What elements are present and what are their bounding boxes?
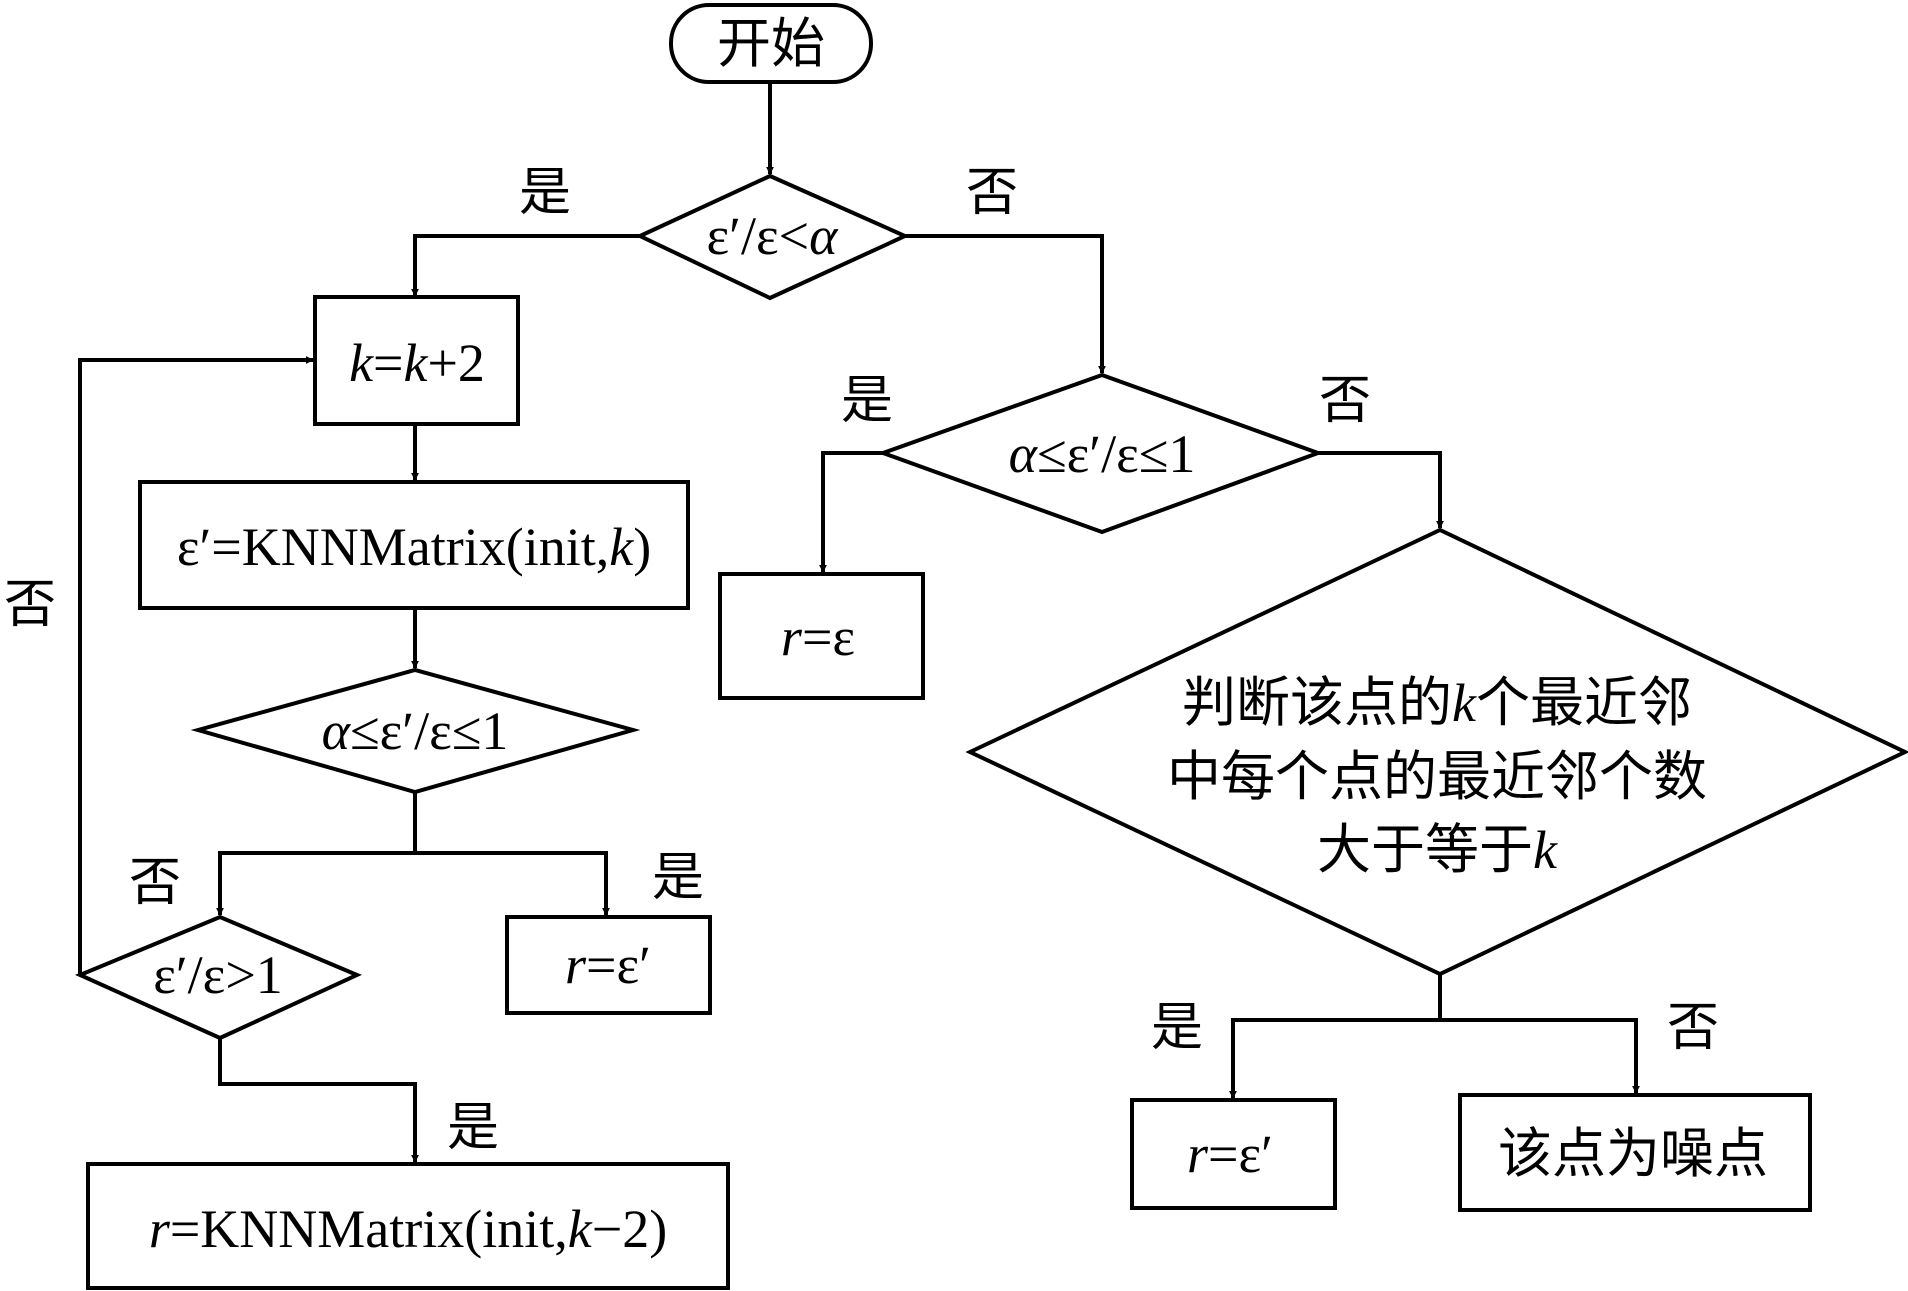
label-d4-no: 否	[1319, 371, 1371, 431]
label-d4-yes: 是	[841, 371, 893, 431]
result-knn-k-minus-2	[86, 1162, 730, 1290]
label-d1-no: 否	[966, 163, 1018, 223]
edge-d3-no-loop	[78, 356, 314, 975]
label-d5-yes: 是	[1151, 998, 1203, 1058]
label-d2-yes: 是	[652, 848, 704, 908]
edge-d1-no	[905, 234, 1106, 374]
edge-d5-yes	[1229, 1018, 1440, 1099]
result-noise-point	[1458, 1093, 1812, 1212]
result-noise-point-label: 该点为噪点	[1498, 1122, 1768, 1185]
decision-neighbor-count-line1: 判断该点的k个最近邻	[1182, 671, 1692, 734]
label-d5-no: 否	[1667, 998, 1719, 1058]
decision-range-right	[877, 372, 1324, 535]
decision-range-left-label: α≤ε′/ε≤1	[322, 701, 509, 761]
edge-d4-no	[1318, 451, 1444, 529]
edge-d5-no	[1440, 1018, 1640, 1094]
process-knn-matrix	[138, 480, 690, 610]
process-knn-matrix-label: ε′=KNNMatrix(init,k)	[177, 517, 651, 577]
label-d3-yes: 是	[447, 1098, 499, 1158]
result-eps-prime-right-label: r=ε′	[1187, 1124, 1273, 1184]
decision-ratio-lt-alpha	[635, 173, 910, 301]
edge-d2-no	[216, 851, 415, 916]
process-k-update	[313, 295, 520, 426]
start-label: 开始	[717, 12, 825, 75]
decision-range-left	[190, 667, 641, 795]
edge-d3-yes	[218, 1038, 419, 1163]
label-d2-no: 否	[129, 853, 181, 913]
connectors	[78, 82, 1640, 1163]
process-k-update-label: k=k+2	[349, 333, 485, 393]
decision-ratio-gt-1	[74, 914, 362, 1041]
decision-ratio-lt-alpha-label: ε′/ε<α	[707, 206, 840, 266]
decision-neighbor-count-line2: 中每个点的最近邻个数	[1167, 745, 1707, 808]
label-d1-yes: 是	[519, 163, 571, 223]
start-terminal	[669, 3, 873, 84]
edge-d1-yes	[411, 234, 640, 297]
edge-d4-yes	[819, 451, 883, 573]
decision-neighbor-count-line3: 大于等于k	[1317, 818, 1558, 881]
decision-range-right-label: α≤ε′/ε≤1	[1009, 424, 1196, 484]
result-knn-k-minus-2-label: r=KNNMatrix(init,k−2)	[149, 1199, 667, 1259]
edge-d2-yes	[415, 851, 610, 916]
decision-ratio-gt-1-label: ε′/ε>1	[153, 945, 283, 1005]
result-eps	[718, 572, 925, 700]
result-eps-prime-left	[505, 915, 712, 1015]
result-eps-prime-left-label: r=ε′	[565, 935, 651, 995]
decision-neighbor-count	[965, 527, 1908, 977]
result-eps-prime-right	[1130, 1098, 1337, 1210]
label-loop-no: 否	[4, 575, 56, 635]
result-eps-label: r=ε	[781, 607, 855, 667]
edge-labels: 是 否 否 否 是 是 是 否 是 否	[4, 163, 1719, 1158]
